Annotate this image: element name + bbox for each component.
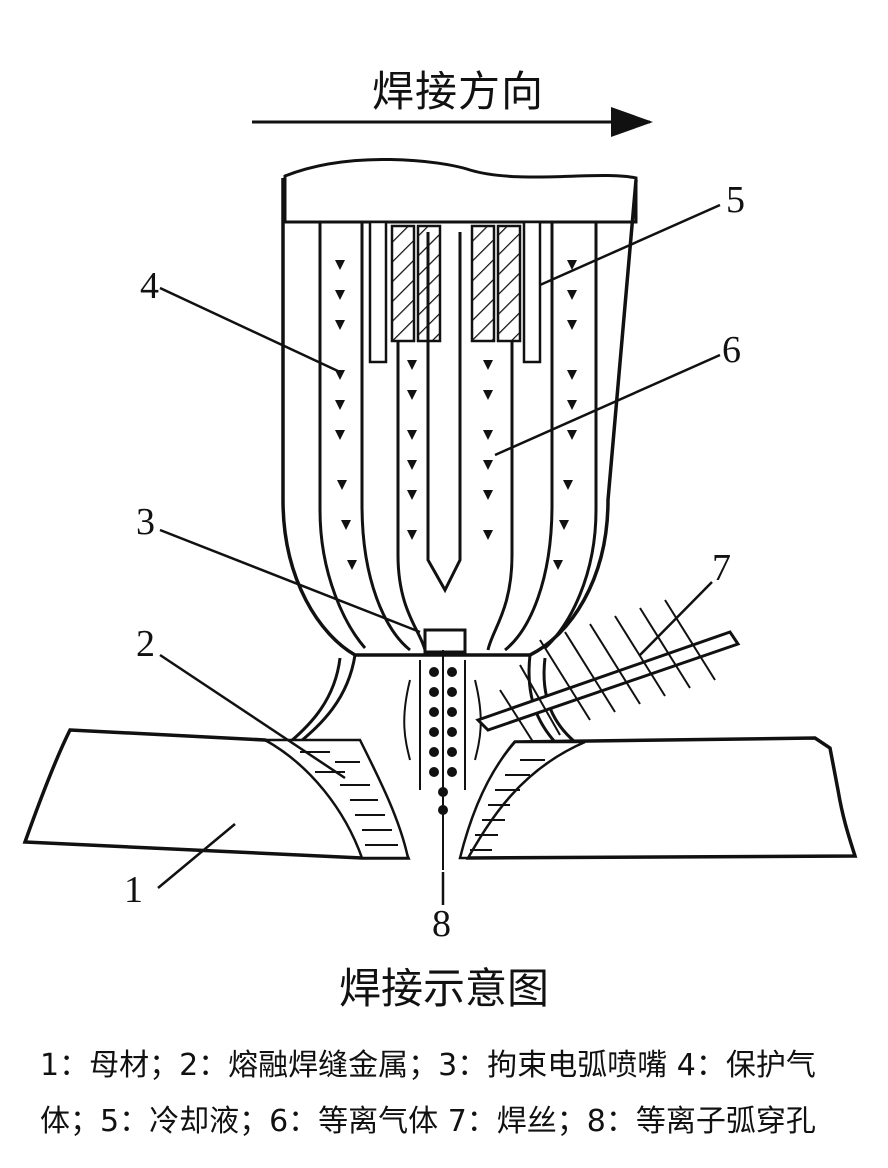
callout-4: 4 [140,265,159,307]
shield-skirt-left [289,654,357,744]
shield-channel-right [543,222,598,650]
torch-cap [283,158,638,224]
coolant-tube-right [522,220,542,364]
flow-arrows [335,260,577,570]
electrode-hatch-right [470,224,496,343]
leader-lines [157,203,721,905]
nozzle-tip [423,628,467,654]
shield-channel-left [318,222,367,649]
callout-7: 7 [712,547,731,589]
callout-3: 3 [136,501,155,543]
legend-line-2: 体；5：冷却液；6：等离气体 7：焊丝；8：等离子弧穿孔 [40,1104,816,1139]
callout-8: 8 [432,903,451,945]
callout-6: 6 [722,329,741,371]
plasma-channel [426,232,462,594]
callout-2: 2 [136,623,155,665]
welding-diagram [22,107,858,905]
callout-5: 5 [726,179,745,221]
filler-wire [475,599,741,746]
coolant-tube-left [368,220,388,364]
diagram-caption: 焊接示意图 [338,964,549,1013]
legend-line-1: 1：母材；2：熔融焊缝金属；3：拘束电弧喷嘴 4：保护气 [40,1048,816,1083]
plasma-arc [403,650,482,870]
electrode-hatch-left [390,224,416,343]
welding-direction-label: 焊接方向 [372,67,545,116]
callout-1: 1 [124,869,143,911]
weld-pool [260,738,586,860]
